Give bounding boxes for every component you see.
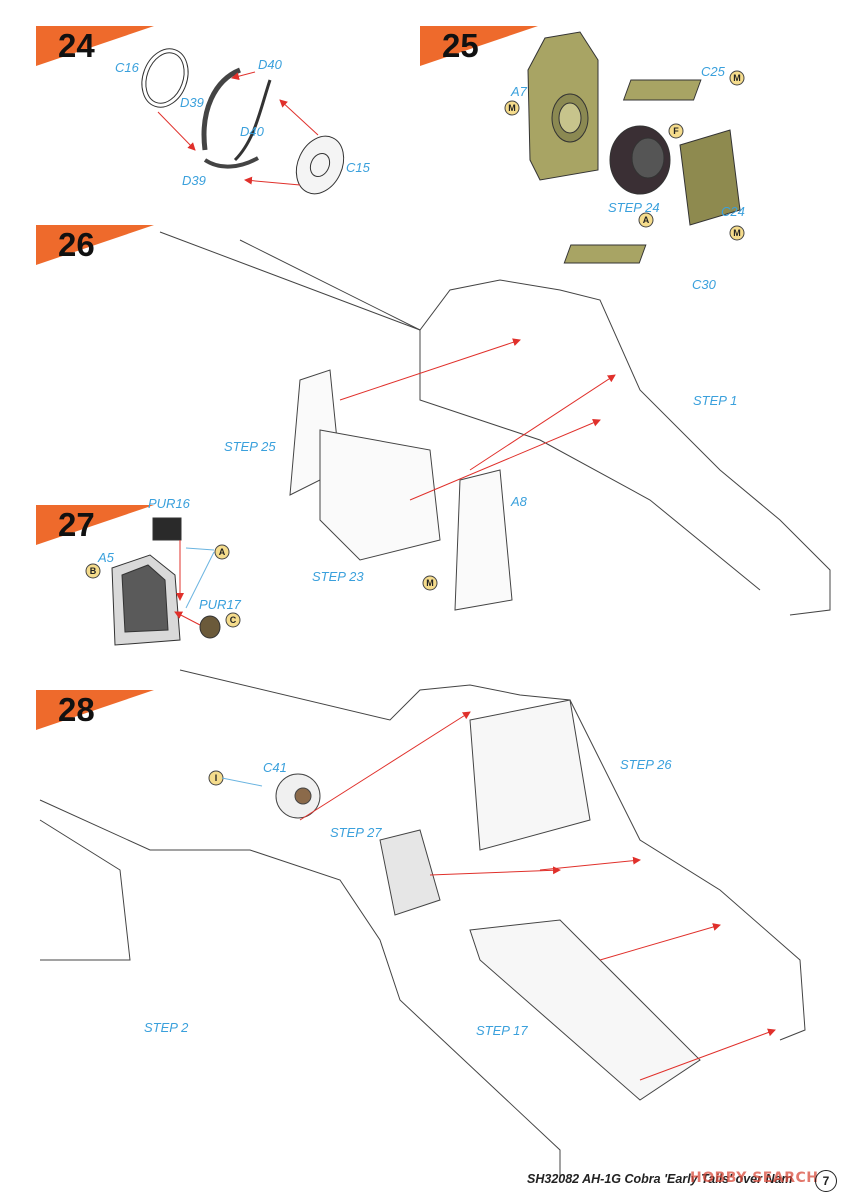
step-reference: STEP 2 bbox=[144, 1020, 189, 1035]
part-label: D40 bbox=[240, 124, 264, 139]
part-label: D39 bbox=[182, 173, 206, 188]
part-label: D40 bbox=[258, 57, 282, 72]
paint-code-icon: B bbox=[85, 563, 101, 579]
paint-code-icon: M bbox=[729, 70, 745, 86]
part-label: D39 bbox=[180, 95, 204, 110]
step-reference: STEP 17 bbox=[476, 1023, 528, 1038]
step-reference: STEP 26 bbox=[620, 757, 672, 772]
step-26-badge: 26 bbox=[36, 225, 154, 265]
svg-text:I: I bbox=[215, 773, 218, 783]
part-label: C15 bbox=[346, 160, 370, 175]
part-label: PUR17 bbox=[199, 597, 241, 612]
part-label: A8 bbox=[511, 494, 527, 509]
part-label: C25 bbox=[701, 64, 725, 79]
step-reference: STEP 1 bbox=[693, 393, 738, 408]
part-label: PUR16 bbox=[148, 496, 190, 511]
paint-code-icon: M bbox=[729, 225, 745, 241]
step-25-drawing bbox=[527, 31, 741, 264]
svg-text:M: M bbox=[733, 228, 741, 238]
part-label: C24 bbox=[721, 204, 745, 219]
svg-text:A: A bbox=[219, 547, 226, 557]
paint-code-icon: C bbox=[225, 612, 241, 628]
svg-text:M: M bbox=[733, 73, 741, 83]
step-number: 25 bbox=[442, 27, 479, 64]
step-27-badge: 27 bbox=[36, 505, 154, 545]
part-label: C30 bbox=[692, 277, 716, 292]
step-28-badge: 28 bbox=[36, 690, 154, 730]
page-number: 7 bbox=[815, 1170, 837, 1192]
svg-text:C: C bbox=[230, 615, 237, 625]
step-reference: STEP 27 bbox=[330, 825, 382, 840]
step-26-drawing bbox=[159, 231, 831, 616]
step-number: 26 bbox=[58, 226, 95, 263]
paint-code-icon: I bbox=[208, 770, 224, 786]
svg-text:M: M bbox=[426, 578, 434, 588]
step-number: 24 bbox=[58, 27, 95, 64]
part-label: A5 bbox=[98, 550, 114, 565]
svg-text:F: F bbox=[673, 126, 679, 136]
step-number: 28 bbox=[58, 691, 95, 728]
watermark: HOBBY SEARCH bbox=[690, 1170, 819, 1186]
step-24-badge: 24 bbox=[36, 26, 154, 66]
step-reference: STEP 23 bbox=[312, 569, 364, 584]
paint-code-icon: A bbox=[638, 212, 654, 228]
svg-text:B: B bbox=[90, 566, 97, 576]
part-label: C41 bbox=[263, 760, 287, 775]
paint-code-icon: M bbox=[504, 100, 520, 116]
part-label: A7 bbox=[511, 84, 527, 99]
step-28-drawing bbox=[39, 669, 806, 1180]
step-number: 27 bbox=[58, 506, 95, 543]
paint-code-icon: A bbox=[214, 544, 230, 560]
footer-title: SH32082 AH-1G Cobra 'Early Tails' over N… bbox=[527, 1172, 793, 1186]
part-label: C16 bbox=[115, 60, 139, 75]
step-25-badge: 25 bbox=[420, 26, 538, 66]
step-reference: STEP 25 bbox=[224, 439, 276, 454]
paint-code-icon: F bbox=[668, 123, 684, 139]
step-reference: STEP 24 bbox=[608, 200, 660, 215]
step-27-drawing bbox=[111, 517, 221, 646]
paint-code-icon: M bbox=[422, 575, 438, 591]
svg-text:A: A bbox=[643, 215, 650, 225]
svg-text:M: M bbox=[508, 103, 516, 113]
